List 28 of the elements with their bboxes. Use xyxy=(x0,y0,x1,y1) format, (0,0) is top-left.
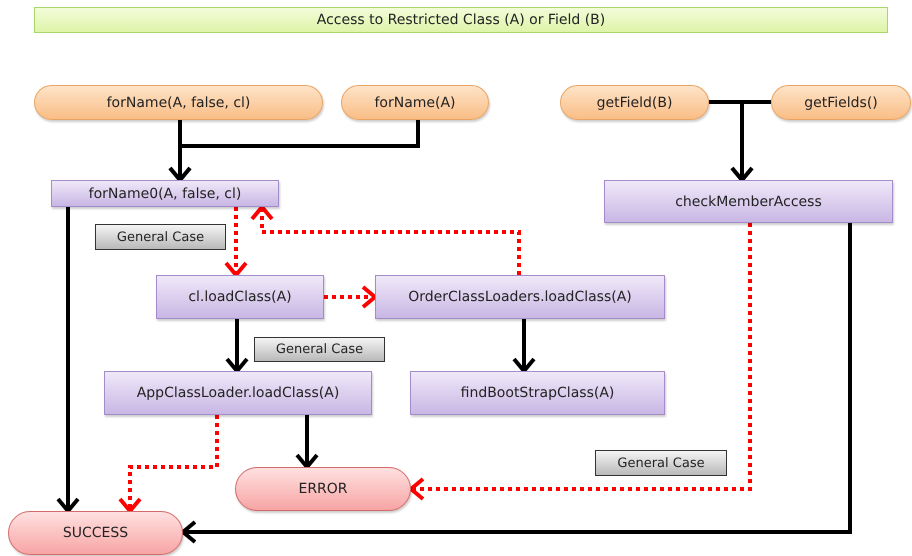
arrow xyxy=(409,223,752,501)
process-box: forName0(A, false, cl) xyxy=(51,180,279,207)
arrow xyxy=(168,120,420,182)
process-box: checkMemberAccess xyxy=(604,180,893,223)
method-pill: getFields() xyxy=(771,85,911,120)
arrow xyxy=(181,223,852,544)
method-pill: forName(A) xyxy=(341,85,489,120)
method-pill: forName(A, false, cl) xyxy=(34,85,323,120)
method-pill: getField(B) xyxy=(560,85,709,120)
arrow xyxy=(324,285,377,309)
arrow xyxy=(224,207,248,277)
title-banner: Access to Restricted Class (A) or Field (B) xyxy=(34,7,888,33)
arrow xyxy=(56,207,80,513)
arrow xyxy=(512,319,536,373)
arrow xyxy=(225,319,249,373)
arrow xyxy=(250,205,521,275)
result-pill: SUCCESS xyxy=(8,511,183,555)
process-box: AppClassLoader.loadClass(A) xyxy=(104,371,372,415)
result-pill: ERROR xyxy=(235,467,411,511)
arrow xyxy=(730,100,771,182)
case-tag: General Case xyxy=(595,450,727,476)
arrow xyxy=(295,415,319,469)
arrow xyxy=(118,415,219,513)
process-box: OrderClassLoaders.loadClass(A) xyxy=(375,275,665,319)
case-tag: General Case xyxy=(254,337,385,362)
case-tag: General Case xyxy=(95,224,226,250)
process-box: cl.loadClass(A) xyxy=(156,275,324,319)
process-box: findBootStrapClass(A) xyxy=(410,371,665,415)
